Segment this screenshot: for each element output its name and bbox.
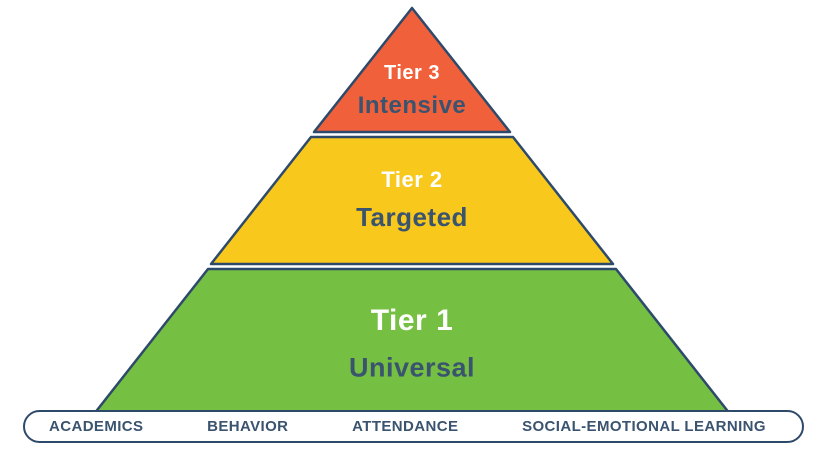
tier-1-shape [92,267,732,416]
footer-item-behavior: BEHAVIOR [207,418,289,435]
tier-3-label: Tier 3 [384,62,440,84]
tier-3-shape [312,6,512,134]
footer-item-academics: ACADEMICS [49,418,144,435]
footer-domains-bar: ACADEMICS BEHAVIOR ATTENDANCE SOCIAL-EMO… [23,410,804,443]
tier-2-shape [209,135,615,266]
tier-2-label: Tier 2 [381,167,443,192]
footer-item-attendance: ATTENDANCE [352,418,459,435]
footer-item-social-emotional-learning: SOCIAL-EMOTIONAL LEARNING [522,418,766,435]
tier-1-sublabel: Universal [348,352,476,383]
tier-1-label: Tier 1 [370,304,454,337]
tier-2-sublabel: Targeted [356,202,468,232]
tier-3-sublabel: Intensive [357,92,467,119]
